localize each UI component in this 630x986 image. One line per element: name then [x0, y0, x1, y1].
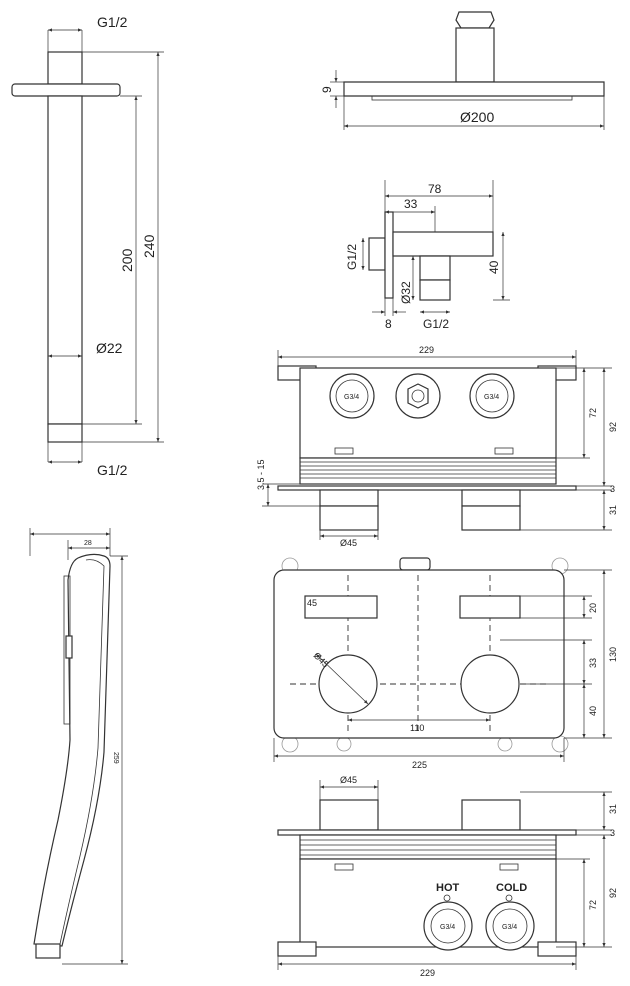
elbow-diameter-label: Ø32 — [399, 281, 413, 304]
box-top-view: G3/4 G3/4 229 72 92 — [256, 345, 618, 548]
box-bottom-view: HOT COLD G3/4 G3/4 Ø45 31 3 72 92 229 — [277, 775, 618, 978]
elbow-offset-label: 33 — [404, 197, 418, 211]
box-top-gap-label: 3 — [610, 484, 615, 494]
box-top-knob-height-label: 31 — [608, 505, 618, 515]
box-bottom-width-label: 229 — [420, 968, 435, 978]
arm-diameter-label: Ø22 — [96, 340, 123, 356]
box-front-spacing-label: 110 — [410, 723, 424, 733]
box-top-knob-diameter-label: Ø45 — [340, 538, 357, 548]
cold-label: COLD — [496, 882, 527, 894]
elbow-thread-bottom-label: G1/2 — [423, 317, 449, 331]
box-front-c3-label: 40 — [588, 706, 598, 716]
box-bottom-depth-label: 92 — [608, 888, 618, 898]
arm-length-total-label: 240 — [141, 234, 157, 258]
box-top-width-label: 229 — [419, 345, 434, 355]
box-bottom-depth-body-label: 72 — [588, 900, 598, 910]
head-diameter-label: Ø200 — [460, 109, 494, 125]
hand-shower-view: 28 259 — [29, 528, 128, 965]
arm-thread-top-label: G1/2 — [97, 14, 128, 30]
hand-shower-width-label: 28 — [84, 540, 92, 547]
elbow-thread-side-label: G1/2 — [345, 244, 359, 270]
wall-elbow-view: 78 33 G1/2 40 Ø32 8 G1/2 — [345, 180, 510, 331]
nozzle-row — [371, 95, 573, 101]
elbow-depth-label: 78 — [428, 182, 442, 196]
head-thickness-label: 9 — [320, 86, 334, 93]
box-front-view: Ø45 45 110 20 33 40 130 225 — [273, 557, 618, 770]
arm-thread-bottom-label: G1/2 — [97, 462, 128, 478]
box-bottom-port-hot-label: G3/4 — [440, 924, 455, 931]
box-front-width-label: 225 — [412, 760, 427, 770]
box-front-c2-label: 33 — [588, 658, 598, 668]
box-top-fins — [299, 457, 557, 485]
box-top-depth-label: 92 — [608, 422, 618, 432]
box-front-c1-label: 20 — [588, 603, 598, 613]
arm-length-tube-label: 200 — [119, 248, 135, 272]
box-bottom-fins — [299, 834, 557, 860]
box-bottom-knob-height-label: 31 — [608, 804, 618, 814]
elbow-flange-label: 8 — [385, 317, 392, 331]
elbow-height-label: 40 — [487, 260, 501, 274]
box-front-height-label: 130 — [608, 647, 618, 662]
hand-shower-nozzles — [63, 575, 73, 725]
box-top-adjust-label: 3.5 - 15 — [256, 459, 266, 490]
box-bottom-port-cold-label: G3/4 — [502, 924, 517, 931]
shower-head-view: 9 Ø200 — [320, 11, 605, 130]
box-top-port-right-label: G3/4 — [484, 394, 499, 401]
box-bottom-gap-label: 3 — [610, 828, 615, 838]
box-front-label-45: 45 — [307, 598, 317, 608]
box-bottom-knob-diameter-label: Ø45 — [340, 775, 357, 785]
box-top-port-left-label: G3/4 — [344, 394, 359, 401]
box-top-depth-body-label: 72 — [588, 408, 598, 418]
hot-label: HOT — [436, 882, 460, 894]
shower-arm-view: G1/2 G1/2 Ø22 200 240 — [11, 14, 164, 478]
hand-shower-length-label: 259 — [112, 752, 119, 764]
